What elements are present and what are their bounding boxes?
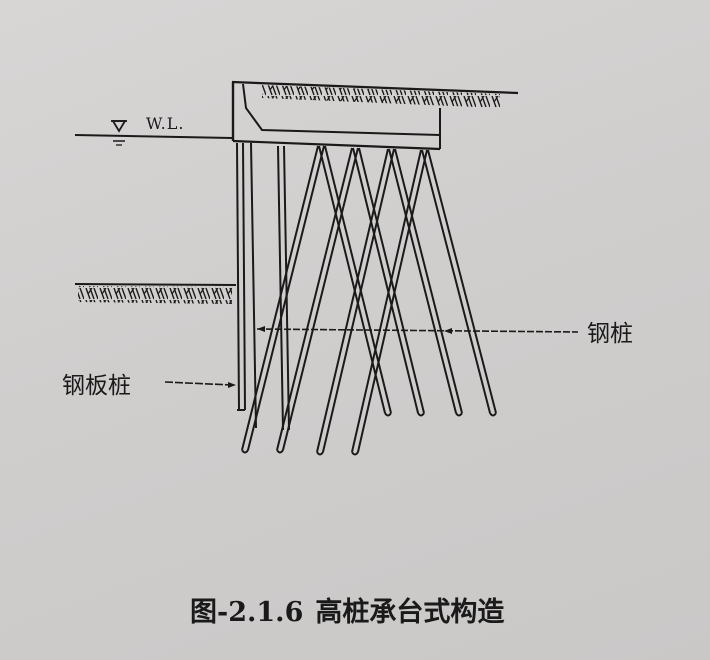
batter-piles bbox=[241, 145, 497, 456]
caption-title: 高桩承台式构造 bbox=[315, 597, 505, 628]
water-level-line bbox=[74, 134, 233, 139]
sheet-pile bbox=[236, 142, 257, 429]
upper-ground bbox=[231, 80, 519, 108]
water-level-label: W.L. bbox=[146, 114, 185, 133]
pile-cap bbox=[231, 82, 441, 151]
water-level-icon bbox=[111, 120, 127, 146]
lower-ground bbox=[74, 283, 237, 304]
figure-caption: 图-2.1.6 高桩承台式构造 bbox=[190, 590, 504, 629]
caption-number: 图-2.1.6 bbox=[190, 597, 304, 628]
sheet-pile-leader bbox=[164, 381, 236, 388]
vertical-pile bbox=[277, 145, 290, 431]
steel-pile-leader bbox=[256, 326, 579, 334]
steel-pile-label: 钢桩 bbox=[587, 321, 633, 347]
sheet-pile-label: 钢板桩 bbox=[62, 373, 131, 399]
